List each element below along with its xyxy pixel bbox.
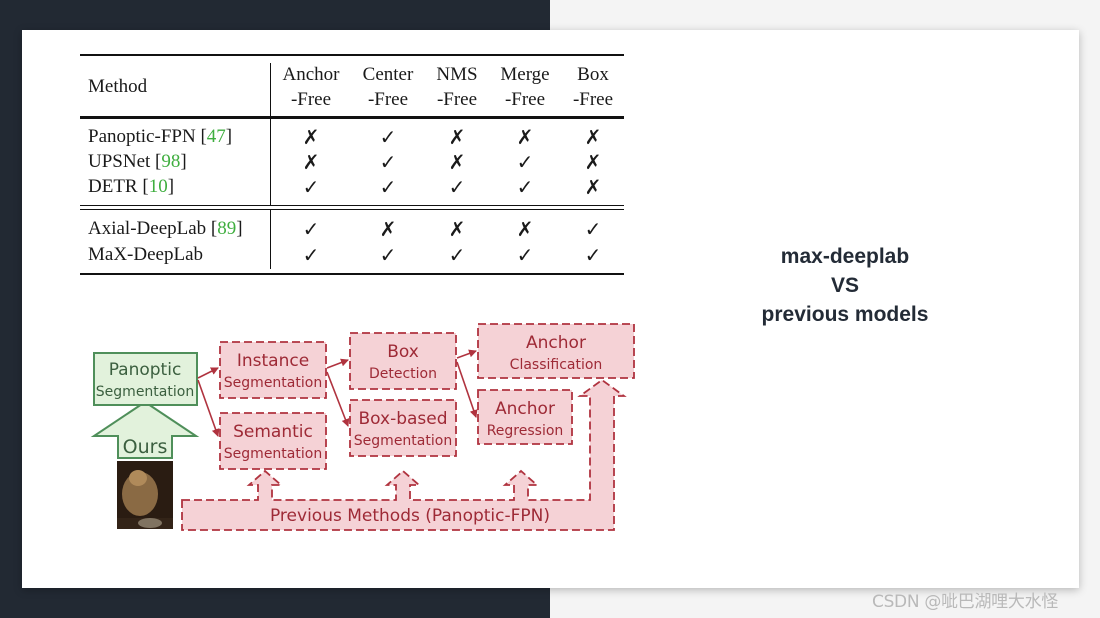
table-vline-group2 <box>270 210 271 269</box>
instance-title: Instance <box>237 351 309 371</box>
box-based-segmentation-box <box>349 399 457 457</box>
box-subtitle: Detection <box>369 366 437 382</box>
row-name-max-deeplab: MaX-DeepLab <box>88 244 204 265</box>
mark-cell: ✗ <box>584 175 602 199</box>
semantic-segmentation-box <box>219 412 327 470</box>
slide-title: max-deeplab VS previous models <box>722 242 968 329</box>
table-vline-group1 <box>270 119 271 205</box>
mark-cell: ✗ <box>448 125 466 149</box>
mark-cell: ✗ <box>379 217 397 241</box>
mark-cell: ✓ <box>516 175 534 199</box>
ours-label: Ours <box>123 436 168 458</box>
box-detection-box <box>349 332 457 390</box>
mark-cell: ✗ <box>302 125 320 149</box>
mark-cell: ✓ <box>516 150 534 174</box>
flow-arrows <box>197 349 478 437</box>
row-name-detr: DETR [10] <box>88 176 175 197</box>
mark-cell: ✓ <box>584 217 602 241</box>
box-based-subtitle: Segmentation <box>354 433 452 449</box>
box-title: Box <box>387 342 419 362</box>
title-line-2: VS <box>830 274 859 297</box>
mark-cell: ✓ <box>379 243 397 267</box>
previous-methods-label: Previous Methods (Panoptic-FPN) <box>270 506 550 526</box>
anchor-classification-title: Anchor <box>526 333 586 353</box>
method-header: Method <box>88 76 148 97</box>
watermark: CSDN @呲巴湖哩大水怪 <box>872 592 1058 612</box>
instance-subtitle: Segmentation <box>224 375 322 391</box>
mark-cell: ✓ <box>448 243 466 267</box>
semantic-subtitle: Segmentation <box>224 446 322 462</box>
column-header-anchor-free: Anchor-Free <box>282 64 340 110</box>
column-header-box-free: Box-Free <box>572 64 614 110</box>
title-line-1: max-deeplab <box>780 245 910 268</box>
table-vline-header <box>270 63 271 116</box>
column-header-center-free: Center-Free <box>362 64 414 110</box>
mark-cell: ✗ <box>448 217 466 241</box>
mark-cell: ✓ <box>379 150 397 174</box>
table-top-rule <box>80 54 624 56</box>
row-name-upsnet: UPSNet [98] <box>88 151 187 172</box>
column-header-merge-free: Merge-Free <box>500 64 550 110</box>
panoptic-subtitle: Segmentation <box>96 384 194 400</box>
anchor-regression-box <box>477 389 573 445</box>
instance-segmentation-box <box>219 341 327 399</box>
slide: Method Anchor-Free Center-Free NMS-Free … <box>22 30 1079 588</box>
anchor-regression-subtitle: Regression <box>487 423 564 439</box>
mark-cell: ✓ <box>302 175 320 199</box>
mark-cell: ✓ <box>302 243 320 267</box>
table-group-rule-1 <box>80 205 624 206</box>
mark-cell: ✓ <box>379 125 397 149</box>
title-line-3: previous models <box>761 303 929 326</box>
mark-cell: ✓ <box>584 243 602 267</box>
anchor-regression-title: Anchor <box>495 399 555 419</box>
mark-cell: ✗ <box>584 125 602 149</box>
ours-arrow <box>90 400 200 459</box>
box-based-title: Box-based <box>358 409 447 429</box>
column-header-nms-free: NMS-Free <box>436 64 478 110</box>
table-bottom-rule <box>80 273 624 275</box>
mark-cell: ✗ <box>302 150 320 174</box>
sample-photo <box>117 461 173 529</box>
table-group-rule-2 <box>80 209 624 210</box>
pipeline-diagram: Previous Methods (Panoptic-FPN) Ours Pan… <box>90 323 635 531</box>
mark-cell: ✗ <box>584 150 602 174</box>
row-name-axial-deeplab: Axial-DeepLab [89] <box>88 218 243 239</box>
row-name-panoptic-fpn: Panoptic-FPN [47] <box>88 126 233 147</box>
previous-methods-band <box>181 378 627 531</box>
panoptic-segmentation-box <box>93 352 198 406</box>
mark-cell: ✗ <box>448 150 466 174</box>
mark-cell: ✓ <box>302 217 320 241</box>
anchor-classification-box <box>477 323 635 379</box>
mark-cell: ✗ <box>516 125 534 149</box>
table-header-rule <box>80 116 624 119</box>
semantic-title: Semantic <box>233 422 313 442</box>
mark-cell: ✓ <box>448 175 466 199</box>
panoptic-title: Panoptic <box>109 360 182 380</box>
anchor-classification-subtitle: Classification <box>510 357 603 373</box>
mark-cell: ✓ <box>379 175 397 199</box>
mark-cell: ✗ <box>516 217 534 241</box>
mark-cell: ✓ <box>516 243 534 267</box>
